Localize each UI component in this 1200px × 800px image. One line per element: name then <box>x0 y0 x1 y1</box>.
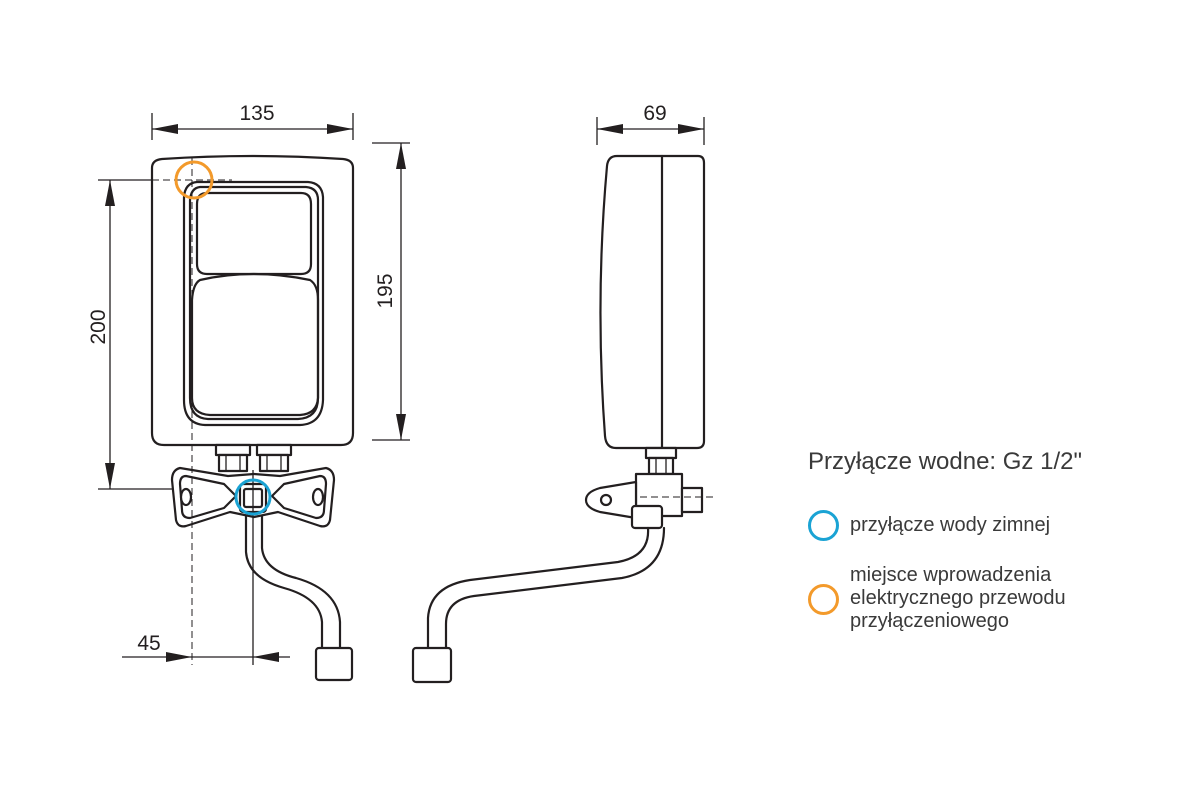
legend-title: Przyłącze wodne: Gz 1/2" <box>808 448 1082 475</box>
dimension-offset: 45 <box>122 632 290 662</box>
dimension-height-inner: 195 <box>372 142 410 441</box>
side-valve-lower <box>630 504 664 530</box>
legend-item-electric: miejsce wprowadzenia elektrycznego przew… <box>808 564 1066 633</box>
spout-pipe-side-inner <box>444 526 666 654</box>
spout-pipe-front-inner <box>260 514 342 654</box>
mounting-hole-right <box>311 487 325 507</box>
spout-pipe-side <box>426 526 650 654</box>
electric-entry-marker <box>174 160 214 200</box>
dim-label-45: 45 <box>137 632 160 655</box>
spout-pipe-front <box>244 514 324 654</box>
legend-label-cold-water: przyłącze wody zimnej <box>850 514 1051 536</box>
bracket-right-wing <box>270 474 328 520</box>
dim-label-200: 200 <box>87 309 110 344</box>
lower-panel <box>190 272 320 417</box>
side-valve-connector <box>680 486 704 514</box>
side-fitting-nut <box>647 456 675 476</box>
side-knob-hole <box>599 493 613 507</box>
dimension-height-outer: 200 <box>87 179 230 490</box>
cold-water-marker <box>234 478 272 516</box>
legend-label-electric: miejsce wprowadzenia elektrycznego przew… <box>850 564 1066 632</box>
heater-body-side <box>599 154 706 450</box>
side-fitting-top <box>644 446 678 460</box>
dimension-width-front: 135 <box>151 102 354 140</box>
front-view: 135 200 195 <box>87 102 410 682</box>
display-window <box>195 191 313 276</box>
bracket-left-wing <box>178 474 238 520</box>
dim-label-135: 135 <box>239 102 274 125</box>
orange-circle-icon <box>808 584 839 615</box>
spout-outlet-side <box>411 646 453 684</box>
mounting-hole-left <box>179 487 193 507</box>
dim-label-69: 69 <box>643 102 666 125</box>
front-panel-inner <box>188 185 320 421</box>
cyan-circle-icon <box>808 510 839 541</box>
spout-outlet-front <box>314 646 354 682</box>
dim-label-195: 195 <box>374 273 397 308</box>
heater-body-front <box>150 154 355 447</box>
side-view: 69 <box>411 102 716 684</box>
dimension-depth-side: 69 <box>596 102 705 145</box>
front-panel-outline <box>182 180 325 427</box>
legend-item-cold-water: przyłącze wody zimnej <box>808 510 1050 541</box>
water-fittings-front <box>214 443 293 473</box>
